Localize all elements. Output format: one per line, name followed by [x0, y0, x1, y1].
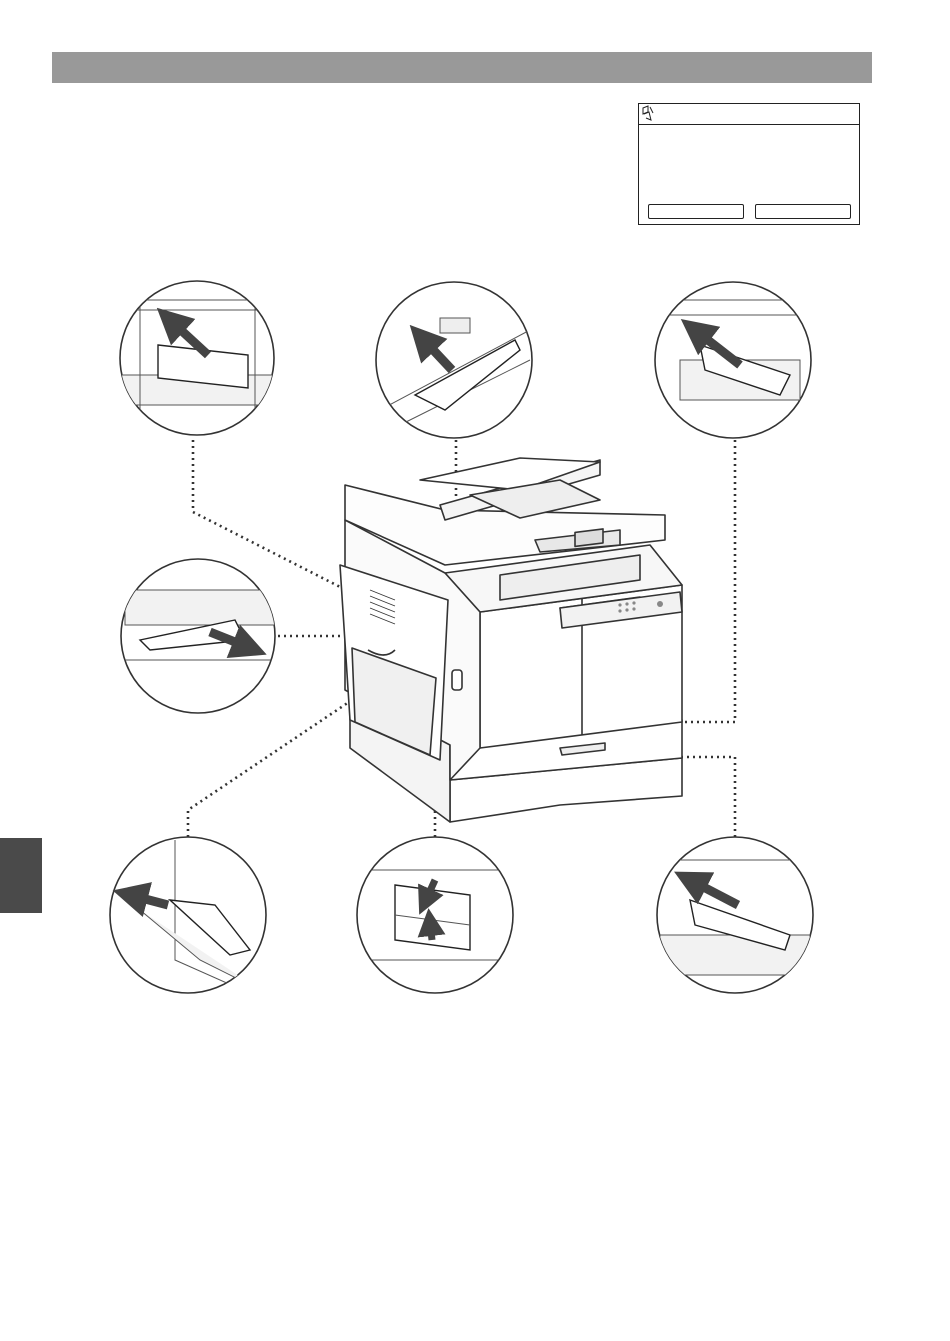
- detail-multi-purpose-tray: [110, 837, 266, 1000]
- detail-document-feeder: [376, 282, 532, 438]
- detail-duplex-transport: [357, 837, 513, 993]
- detail-output-area: [655, 282, 811, 438]
- printer-illustration: [340, 458, 682, 822]
- detail-paper-drawer-2: [657, 837, 813, 993]
- detail-fixing-unit: [120, 281, 280, 440]
- detail-paper-drawer-1: [121, 559, 275, 713]
